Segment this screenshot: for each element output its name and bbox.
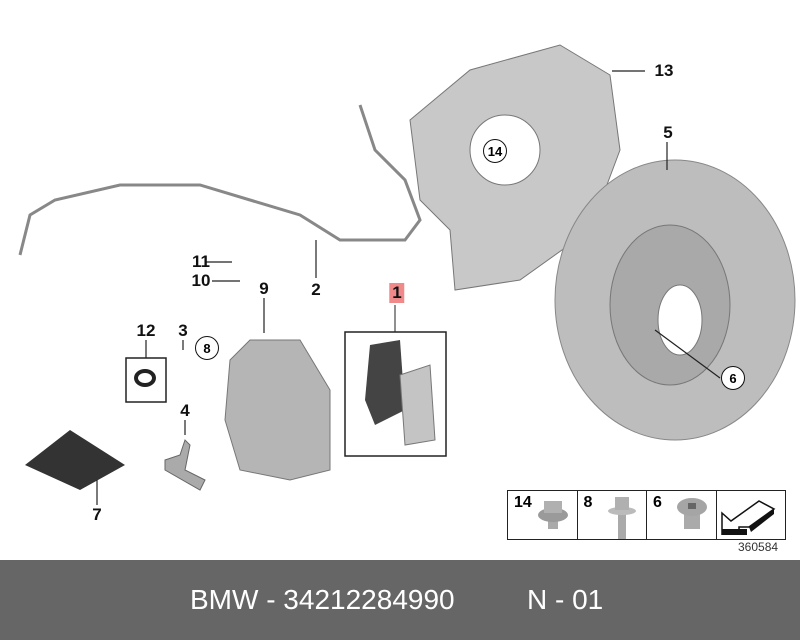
part-suffix: N - 01 [527,584,604,615]
wear-sensor-cable [18,104,422,256]
callout-10[interactable]: 10 [191,271,211,290]
footer-bar: BMW - 34212284990 N - 01 [0,560,800,640]
legend-number: 14 [514,494,532,511]
part-number: BMW - 34212284990 [190,584,455,615]
socket-screw-icon [676,498,707,529]
callout-6[interactable]: 6 [721,366,745,390]
brake-pads-box [344,305,447,457]
brake-caliper [224,339,331,481]
brake-disc [554,159,796,441]
callout-2[interactable]: 2 [311,280,321,299]
callout-13[interactable]: 13 [654,61,674,80]
callout-1[interactable]: 1 [389,283,405,303]
callout-9[interactable]: 9 [259,279,269,298]
hex-bolt-icon [608,497,636,539]
flange-bolt-icon [537,501,568,529]
callout-7[interactable]: 7 [92,505,102,524]
legend-number: 8 [583,494,593,511]
legend-item-8[interactable]: 8 [578,491,647,539]
leader-lines [96,70,721,505]
callout-12[interactable]: 12 [136,321,156,340]
parts-diagram [18,44,796,505]
arrow-icon [721,500,776,535]
callout-8[interactable]: 8 [195,336,219,360]
callout-14[interactable]: 14 [483,139,507,163]
brake-shield [409,44,621,291]
legend-item-arrow[interactable] [717,491,786,539]
legend-number: 6 [653,494,662,511]
legend-item-6[interactable]: 6 [647,491,717,539]
callout-4[interactable]: 4 [180,401,190,420]
callout-5[interactable]: 5 [663,123,673,142]
fastener-legend: 14 8 6 [507,490,786,540]
seal-box [125,357,167,403]
grease-packet [25,430,125,490]
callout-11[interactable]: 11 [192,252,210,271]
callout-3[interactable]: 3 [178,321,188,340]
spring-clip [164,439,206,491]
reference-number: 360584 [738,540,779,554]
legend-item-14[interactable]: 14 [508,491,578,539]
